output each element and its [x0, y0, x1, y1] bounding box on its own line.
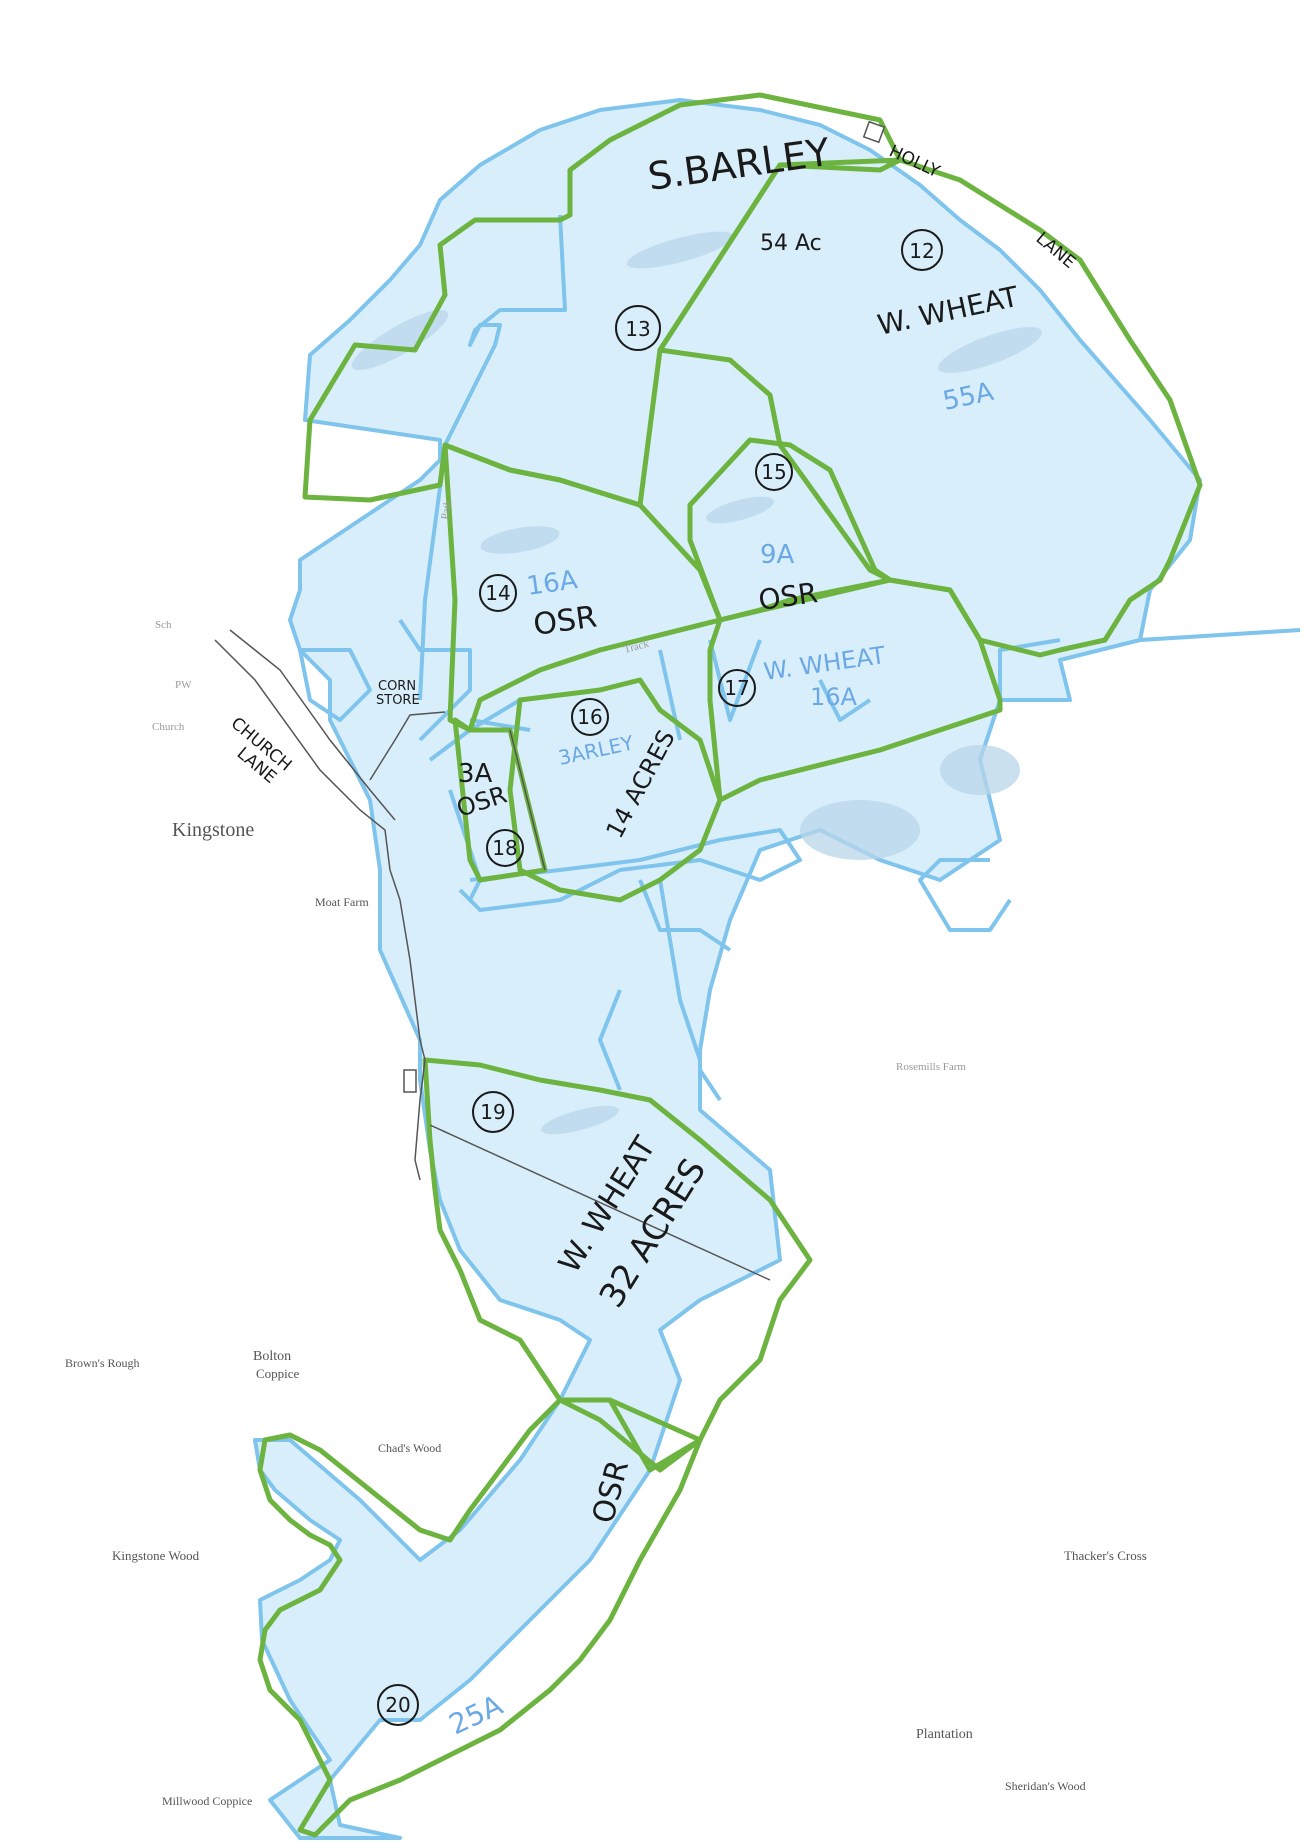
field-19-pencil-line [429, 1124, 771, 1281]
store-label: STORE [376, 693, 420, 708]
corn-store-track [369, 711, 446, 781]
field-17-boundary [707, 577, 1003, 803]
field-14-acres: 16A [525, 565, 580, 602]
church-lane-road [214, 639, 426, 1181]
field-number-13: 13 [625, 317, 650, 341]
field-20-boundary [257, 1397, 703, 1838]
sheridans-wood-label: Sheridan's Wood [1005, 1779, 1086, 1793]
green-boundary-layer [257, 92, 1203, 1838]
scribble-shading [351, 231, 1042, 1135]
field-16-boundary [507, 677, 723, 903]
millwood-coppice-label: Millwood Coppice [162, 1794, 252, 1808]
field-13-area [253, 98, 1202, 1840]
bolton-label: Bolton [253, 1349, 291, 1364]
field-number-12: 12 [909, 239, 934, 263]
field-number-20: 20 [385, 1693, 410, 1717]
field-number-16: 16 [577, 705, 602, 729]
thackers-cross-label: Thacker's Cross [1064, 1548, 1147, 1563]
field-number-17: 17 [724, 676, 749, 700]
path-label: Path [439, 499, 454, 521]
field-15-acres: 9A [760, 540, 795, 570]
field-12-boundary [657, 157, 1203, 658]
field-20-divider [607, 1398, 702, 1473]
field-numbers: 12 13 14 15 16 17 18 19 20 [385, 239, 934, 1717]
gate-icon [862, 120, 886, 144]
sch-label: Sch [155, 619, 172, 631]
gate-icon [403, 1069, 417, 1093]
field-14-boundary [442, 442, 723, 733]
field-number-circles [377, 229, 943, 1726]
pencil-lines [214, 629, 771, 1281]
field-15-crop: OSR [756, 576, 819, 617]
kingstone-label: Kingstone [172, 819, 254, 841]
chads-wood-label: Chad's Wood [378, 1441, 441, 1455]
pw-label: PW [175, 679, 192, 691]
field-number-18: 18 [492, 836, 517, 860]
corn-label: CORN [378, 679, 416, 694]
field-number-19: 19 [480, 1100, 505, 1124]
place-names: Kingstone Moat Farm Brown's Rough Bolton… [65, 819, 1147, 1808]
field-number-14: 14 [485, 581, 510, 605]
gate-symbols [403, 120, 886, 1093]
kingstone-wood-label: Kingstone Wood [112, 1548, 200, 1563]
field-13-acres: 54 Ac [760, 231, 822, 256]
coppice-label: Coppice [256, 1366, 300, 1381]
blue-boundary-lines [298, 214, 1301, 1102]
browns-rough-label: Brown's Rough [65, 1356, 140, 1370]
field-18-acres: 3A [458, 759, 493, 789]
lane-label-ne: LANE [1032, 229, 1079, 273]
field-number-15: 15 [761, 460, 786, 484]
blue-field-layer [253, 98, 1202, 1840]
moat-farm-label: Moat Farm [315, 895, 369, 909]
field-18-divider [509, 729, 546, 871]
church-map-label: Church [152, 721, 185, 733]
plantation-label: Plantation [916, 1727, 973, 1742]
rosemills-farm-label: Rosemills Farm [896, 1061, 966, 1073]
field-17-acres: 16A [810, 683, 858, 711]
